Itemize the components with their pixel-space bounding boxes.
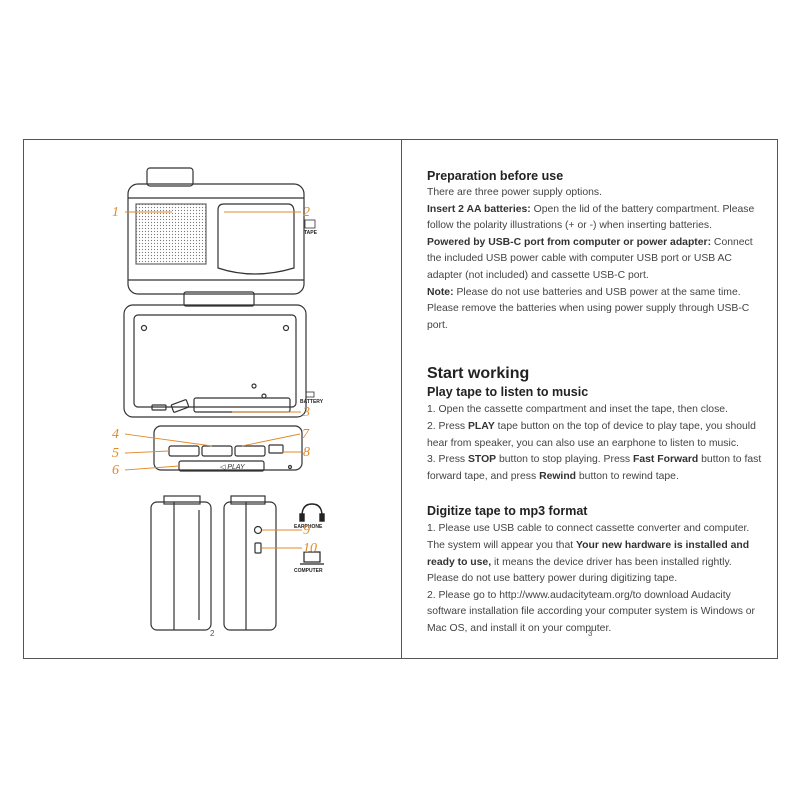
callout-7: 7 xyxy=(302,427,310,442)
play-button-label: ◁ PLAY xyxy=(220,464,246,471)
digitize-step-1: 1. Please use USB cable to connect casse… xyxy=(427,523,750,568)
right-page: Preparation before use There are three p… xyxy=(402,140,779,658)
start-title: Start working xyxy=(427,365,530,383)
callout-1: 1 xyxy=(112,205,119,220)
page-number-right: 3 xyxy=(588,629,593,638)
laptop-icon xyxy=(300,551,324,565)
play-step-3: 3. Press STOP button to stop playing. Pr… xyxy=(427,454,762,482)
digitize-title: Digitize tape to mp3 format xyxy=(427,504,588,519)
prep-intro: There are three power supply options. xyxy=(427,187,603,198)
battery-label: BATTERY xyxy=(300,399,324,405)
callout-4: 4 xyxy=(112,427,119,442)
cassette-player-illustration: TAPE BATTERY xyxy=(112,167,325,631)
tape-label: TAPE xyxy=(304,230,318,236)
callout-2: 2 xyxy=(303,205,310,220)
callout-5: 5 xyxy=(112,446,119,461)
prep-title: Preparation before use xyxy=(427,169,564,183)
page-divider xyxy=(401,140,402,658)
earphone-label: EARPHONE xyxy=(294,524,323,530)
digitize-battery-note: Please do not use battery power during d… xyxy=(427,573,678,585)
manual-spread: TAPE BATTERY xyxy=(23,139,778,659)
callout-9: 9 xyxy=(303,523,310,538)
play-step-1: 1. Open the cassette compartment and ins… xyxy=(427,404,728,416)
prep-usbc: Powered by USB-C port from computer or p… xyxy=(427,236,753,281)
headphone-icon xyxy=(299,503,325,522)
play-step-2: 2. Press PLAY tape button on the top of … xyxy=(427,420,756,449)
callout-3: 3 xyxy=(302,405,310,420)
play-title: Play tape to listen to music xyxy=(427,385,589,400)
computer-label: COMPUTER xyxy=(294,568,323,574)
prep-batteries: Insert 2 AA batteries: Open the lid of t… xyxy=(427,203,755,232)
page-number-left: 2 xyxy=(210,629,215,638)
callout-6: 6 xyxy=(112,463,119,478)
callout-8: 8 xyxy=(303,445,310,460)
text-column: Preparation before use There are three p… xyxy=(427,168,762,637)
prep-note: Note: Please do not use batteries and US… xyxy=(427,286,750,331)
left-page: TAPE BATTERY xyxy=(24,140,401,658)
callout-10: 10 xyxy=(303,541,317,556)
digitize-step-2: 2. Please go to http://www.audacityteam.… xyxy=(427,589,756,634)
